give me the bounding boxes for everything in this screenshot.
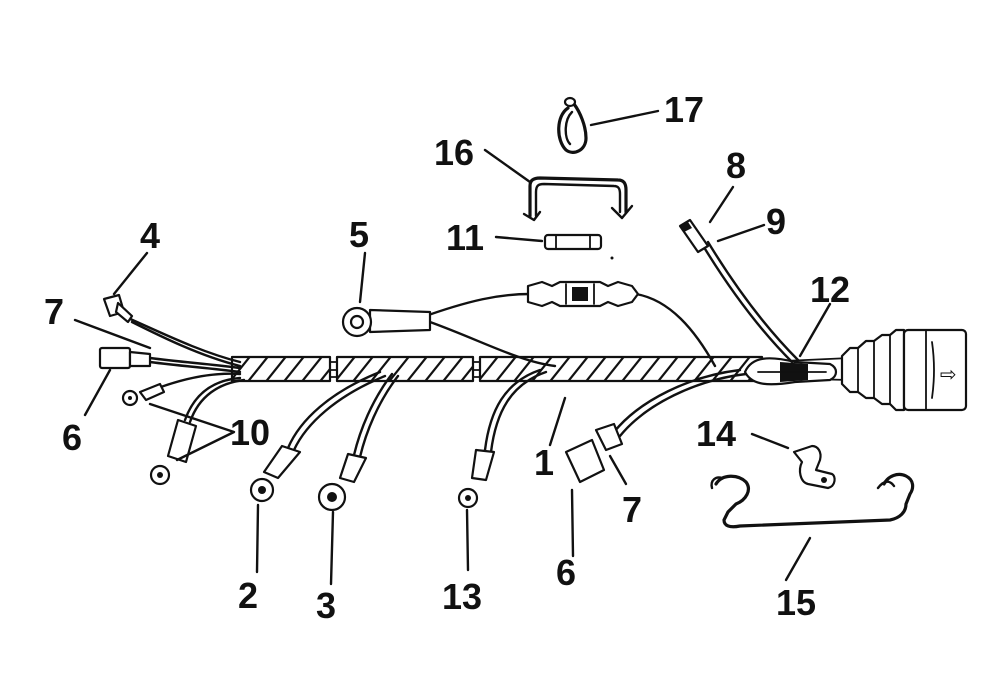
leader-lines [73,109,832,586]
wire-bracket-part [710,472,915,529]
callout-1: 1 [534,442,554,483]
callout-17: 17 [664,89,704,130]
fuse-lead [341,280,717,368]
lead-3 [317,372,400,512]
lead-13 [457,368,548,509]
callout-12: 12 [810,269,850,310]
callout-9: 9 [766,201,786,242]
harness-clamp [743,357,838,386]
fuse-part [543,233,614,260]
callout-7-right: 7 [622,489,642,530]
callout-13: 13 [442,576,482,617]
callout-2: 2 [238,575,258,616]
callout-4: 4 [140,215,160,256]
callout-3: 3 [316,585,336,626]
main-connector-plug: ⇨ [840,328,968,412]
callout-10: 10 [230,412,270,453]
harness-sleeve-left [230,355,332,383]
callout-7-left: 7 [44,291,64,332]
callout-labels: 1 2 3 4 5 6 6 7 7 8 9 10 11 12 13 14 15 … [44,89,850,626]
callout-11: 11 [446,217,484,258]
left-leads [98,293,246,486]
callout-5: 5 [349,214,369,255]
clip-part [792,444,836,490]
right-lower-lead [564,368,748,484]
callout-15: 15 [776,582,816,623]
lead-2 [249,370,387,503]
lead-8-9 [678,218,800,364]
strap-part [557,96,588,154]
callout-14: 14 [696,413,736,454]
plug-arrow-symbol: ⇨ [940,364,957,386]
callout-6-right: 6 [556,552,576,593]
callout-6-left: 6 [62,417,82,458]
callout-16: 16 [434,132,474,173]
harness-sleeve-middle [335,355,475,383]
callout-8: 8 [726,145,746,186]
bracket-part [522,176,634,222]
